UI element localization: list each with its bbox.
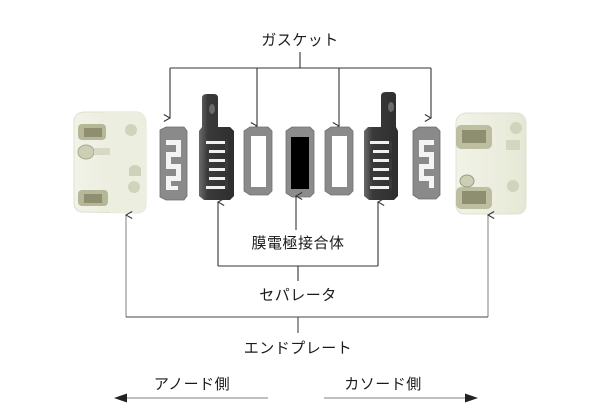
gasket-connector (170, 52, 431, 126)
gasket-frame-left (243, 126, 273, 196)
gasket-serpentine-right (412, 126, 441, 200)
cathode-direction-arrow (324, 393, 478, 403)
mea-separator-connector (218, 196, 378, 281)
end-plate-right (455, 112, 527, 215)
separator-label: セパレータ (259, 286, 337, 304)
separator-right (364, 92, 398, 200)
gasket-label: ガスケット (261, 31, 339, 49)
mea-label: 膜電極接合体 (251, 234, 345, 252)
end-plate-connector (126, 215, 488, 333)
mea-component (285, 126, 315, 198)
gasket-serpentine-left (159, 126, 188, 201)
gasket-frame-right (324, 126, 354, 196)
end-plate-label: エンドプレート (243, 339, 353, 357)
cathode-side-label: カソード側 (344, 375, 422, 393)
anode-direction-arrow (114, 393, 268, 403)
separator-left (199, 94, 234, 200)
end-plate-left (73, 111, 147, 214)
anode-side-label: アノード側 (153, 375, 231, 393)
